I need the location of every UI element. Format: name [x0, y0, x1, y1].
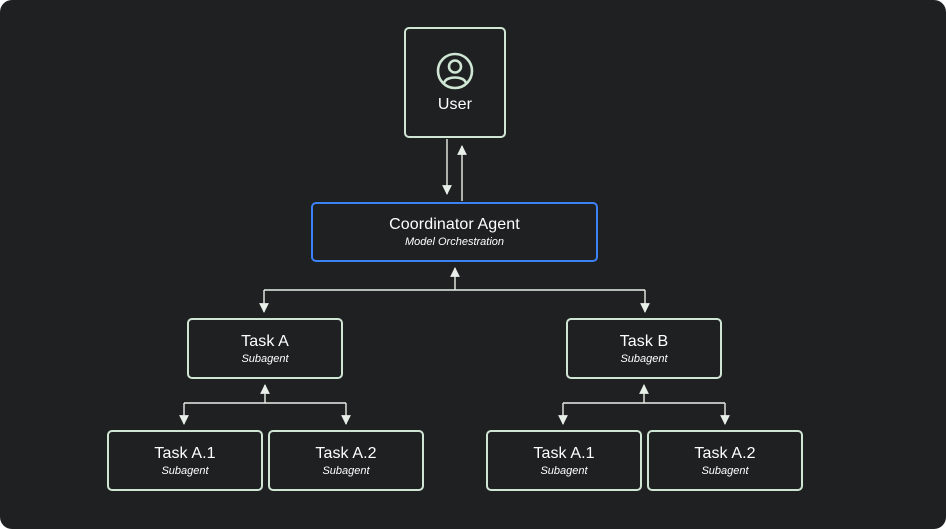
task-b2-subtitle: Subagent — [701, 464, 749, 477]
coordinator-agent-node: Coordinator Agent Model Orchestration — [311, 202, 598, 262]
task-b2-node: Task A.2 Subagent — [647, 430, 803, 491]
task-a1-title: Task A.1 — [154, 444, 216, 462]
task-a2-subtitle: Subagent — [322, 464, 370, 477]
user-label: User — [437, 96, 473, 113]
task-a-node: Task A Subagent — [187, 318, 343, 379]
task-a2-node: Task A.2 Subagent — [268, 430, 424, 491]
task-a-subtitle: Subagent — [241, 352, 289, 365]
user-node: User — [404, 27, 506, 138]
task-b1-node: Task A.1 Subagent — [486, 430, 642, 491]
task-b1-subtitle: Subagent — [540, 464, 588, 477]
task-b-subtitle: Subagent — [620, 352, 668, 365]
task-a2-title: Task A.2 — [315, 444, 377, 462]
task-b-title: Task B — [619, 332, 669, 350]
task-a-title: Task A — [241, 332, 289, 350]
task-a1-node: Task A.1 Subagent — [107, 430, 263, 491]
task-b1-title: Task A.1 — [533, 444, 595, 462]
user-avatar-icon — [436, 52, 474, 90]
coordinator-title: Coordinator Agent — [389, 216, 520, 233]
task-b-node: Task B Subagent — [566, 318, 722, 379]
task-a1-subtitle: Subagent — [161, 464, 209, 477]
task-b2-title: Task A.2 — [694, 444, 756, 462]
coordinator-subtitle: Model Orchestration — [404, 236, 505, 248]
